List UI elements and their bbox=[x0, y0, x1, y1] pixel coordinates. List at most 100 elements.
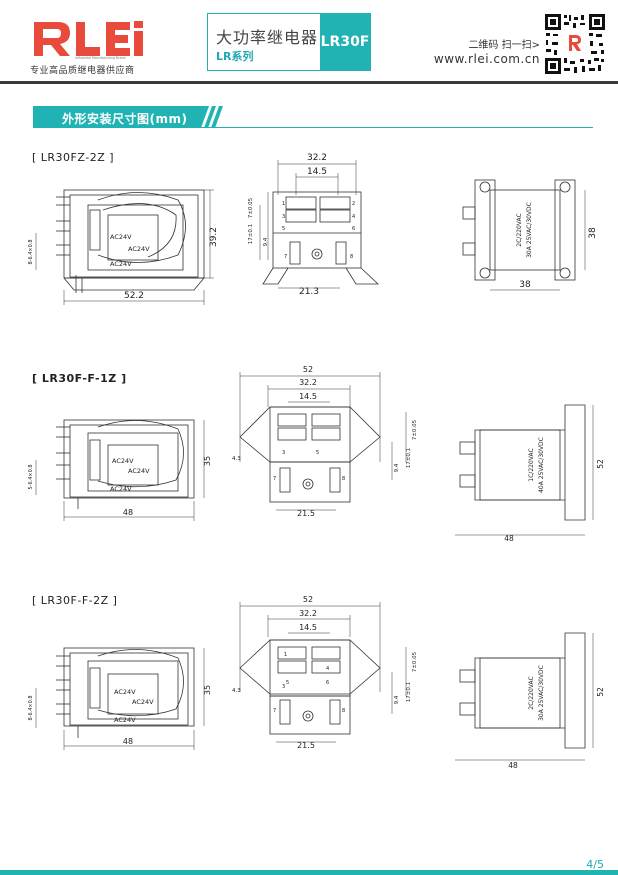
rating-3a: 2C/220VAC bbox=[528, 676, 535, 709]
side-view-3: 35 48 8-6.4×0.8 AC24V AC24V AC24V bbox=[28, 647, 212, 750]
front-side-h-2: 4.3 bbox=[232, 456, 241, 462]
front-outer-width-3: 32.2 bbox=[299, 609, 317, 618]
pin-7-1: 7 bbox=[284, 254, 287, 260]
front-h1-3: 7±0.05 bbox=[412, 651, 418, 672]
coil-label-1a: AC24V bbox=[110, 233, 132, 241]
rating-2a: 1C/220VAC bbox=[528, 448, 535, 481]
coil-label-3c: AC24V bbox=[114, 716, 136, 724]
coil-label-2a: AC24V bbox=[112, 457, 134, 465]
front-h1-1: 7±0.05 bbox=[248, 197, 254, 218]
top-height-3: 52 bbox=[596, 687, 605, 697]
side-width-3: 48 bbox=[123, 737, 133, 746]
series-label: LR系列 bbox=[216, 50, 254, 63]
side-height-3: 35 bbox=[203, 685, 212, 695]
website-link[interactable]: www.rlei.com.cn bbox=[433, 52, 540, 66]
side-view-1: 39.2 52.2 8-6.4×0.8 AC24V AC24V AC24V bbox=[28, 189, 218, 305]
pin-3-3: 3 bbox=[282, 684, 285, 690]
side-height-2: 35 bbox=[203, 456, 212, 466]
page-number: 4/5 bbox=[586, 858, 604, 871]
pin-3-1: 3 bbox=[282, 214, 285, 220]
coil-label-2c: AC24V bbox=[110, 485, 132, 493]
footer-bar bbox=[0, 870, 618, 875]
pin-8-3: 8 bbox=[342, 708, 345, 714]
section-rule bbox=[33, 127, 593, 128]
front-inner-width-3: 14.5 bbox=[299, 623, 317, 632]
front-total-width-2: 52 bbox=[303, 365, 313, 374]
coil-label-3b: AC24V bbox=[132, 698, 154, 706]
top-width-1: 38 bbox=[519, 280, 531, 290]
qr-code-icon[interactable] bbox=[544, 13, 606, 75]
front-view-1: 32.2 14.5 7±0.05 17±0.1 9.4 21.3 1 2 3 4… bbox=[248, 153, 380, 297]
coil-label-1b: AC24V bbox=[128, 245, 150, 253]
pin-8-1: 8 bbox=[350, 254, 353, 260]
model-label-2: [ LR30F-F-1Z ] bbox=[32, 372, 127, 385]
coil-label-1c: AC24V bbox=[110, 260, 132, 268]
rlei-logo: Influential Manufacturing Brand bbox=[34, 21, 143, 60]
pin-4-1: 4 bbox=[352, 214, 355, 220]
front-h3-1: 9.4 bbox=[263, 237, 269, 246]
front-view-2: 52 32.2 14.5 7±0.05 17±0.1 9.4 4.3 21.5 … bbox=[232, 365, 418, 518]
pin-spec-1: 8-6.4×0.8 bbox=[28, 239, 34, 264]
title-box: 大功率继电器 LR系列 LR30F bbox=[207, 13, 371, 71]
top-height-1: 38 bbox=[588, 227, 598, 239]
pin-1-1: 1 bbox=[282, 201, 285, 207]
section-title: 外形安装尺寸图(mm) bbox=[62, 112, 188, 126]
pin-spec-2: 5-6.4×0.8 bbox=[28, 464, 34, 489]
front-side-h-3: 4.3 bbox=[232, 688, 241, 694]
front-total-width-3: 52 bbox=[303, 595, 313, 604]
rating-3b: 30A 25VAC/30VDC bbox=[538, 665, 545, 721]
pin-7-2: 7 bbox=[273, 476, 276, 482]
pin-5-2: 5 bbox=[316, 450, 319, 456]
pin-6-3: 6 bbox=[326, 680, 329, 686]
front-h2-3: 17±0.1 bbox=[406, 682, 412, 702]
pin-5-3: 5 bbox=[286, 680, 289, 686]
page-header: Influential Manufacturing Brand 专业高品质继电器… bbox=[0, 0, 618, 88]
top-view-1: 38 38 2C/220VAC 30A 25VAC/30VDC bbox=[462, 179, 598, 291]
front-inner-width-1: 14.5 bbox=[307, 167, 327, 177]
coil-label-3a: AC24V bbox=[114, 688, 136, 696]
pin-7-3: 7 bbox=[273, 708, 276, 714]
title-left: 大功率继电器 LR系列 bbox=[208, 14, 321, 70]
pin-2-1: 2 bbox=[352, 201, 355, 207]
section-title-bar bbox=[33, 106, 223, 128]
side-width-1: 52.2 bbox=[124, 291, 144, 301]
rating-1a: 2C/220VAC bbox=[516, 213, 523, 246]
front-h3-3: 9.4 bbox=[394, 695, 400, 704]
front-h3-2: 9.4 bbox=[394, 463, 400, 472]
pin-5-1: 5 bbox=[282, 226, 285, 232]
front-h1-2: 7±0.05 bbox=[412, 419, 418, 440]
top-view-3: 52 48 2C/220VAC 30A 25VAC/30VDC bbox=[455, 632, 605, 770]
pin-spec-3: 8-6.4×0.8 bbox=[28, 695, 34, 720]
front-view-3: 52 32.2 14.5 7±0.05 17±0.1 9.4 4.3 21.5 … bbox=[232, 595, 418, 750]
header-rule bbox=[0, 81, 618, 84]
front-outer-width-1: 32.2 bbox=[307, 153, 327, 163]
pin-6-1: 6 bbox=[352, 226, 355, 232]
side-width-2: 48 bbox=[123, 508, 133, 517]
pin-1-3: 1 bbox=[284, 652, 287, 658]
pin-4-3: 4 bbox=[326, 666, 329, 672]
side-view-2: 35 48 5-6.4×0.8 AC24V AC24V AC24V bbox=[28, 419, 212, 521]
model-badge: LR30F bbox=[320, 14, 370, 70]
top-width-2: 48 bbox=[504, 534, 514, 543]
pin-8-2: 8 bbox=[342, 476, 345, 482]
model-label-3: [ LR30F-F-2Z ] bbox=[32, 594, 118, 607]
side-height-1: 39.2 bbox=[209, 227, 218, 247]
model-label-1: [ LR30FZ-2Z ] bbox=[32, 151, 115, 164]
front-h2-1: 17±0.1 bbox=[248, 224, 254, 244]
qr-label: 二维码 扫一扫> bbox=[468, 40, 540, 51]
svg-text:Influential Manufacturing Bran: Influential Manufacturing Brand bbox=[75, 56, 126, 60]
company-subtitle: 专业高品质继电器供应商 bbox=[30, 66, 135, 76]
top-height-2: 52 bbox=[596, 459, 605, 469]
front-inner-width-2: 14.5 bbox=[299, 392, 317, 401]
front-h2-2: 17±0.1 bbox=[406, 448, 412, 468]
pin-3-2: 3 bbox=[282, 450, 285, 456]
product-title: 大功率继电器 bbox=[216, 28, 319, 47]
rating-2b: 40A 25VAC/30VDC bbox=[538, 437, 545, 493]
front-base-2: 21.5 bbox=[297, 509, 315, 518]
top-view-2: 52 48 1C/220VAC 40A 25VAC/30VDC bbox=[455, 404, 605, 543]
front-base-3: 21.5 bbox=[297, 741, 315, 750]
top-width-3: 48 bbox=[508, 761, 518, 770]
front-outer-width-2: 32.2 bbox=[299, 378, 317, 387]
front-base-1: 21.3 bbox=[299, 287, 319, 297]
coil-label-2b: AC24V bbox=[128, 467, 150, 475]
